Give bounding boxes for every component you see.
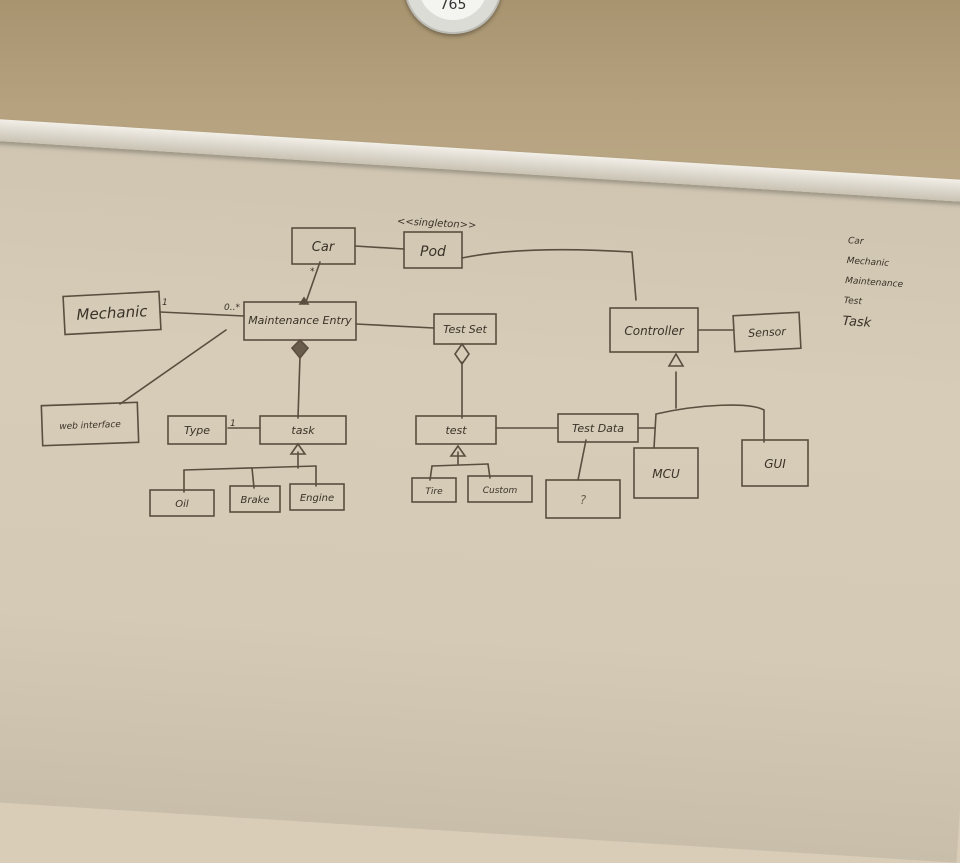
testdata-unknown-link (577, 439, 587, 481)
oil-box (149, 489, 215, 517)
note-test: Test (843, 296, 862, 307)
test-set-box (433, 313, 497, 345)
entry-web-link (119, 329, 227, 405)
note-task: Task (842, 314, 872, 331)
singleton-stereotype: <<singleton>> (397, 216, 477, 231)
type-label: Type (184, 424, 210, 437)
gui-box (741, 439, 809, 487)
car-box (291, 227, 356, 265)
oil-label: Oil (175, 499, 189, 510)
web-interface-box (40, 401, 140, 447)
brake-label: Brake (240, 495, 269, 506)
task-box (259, 415, 347, 445)
test-label: test (445, 424, 467, 437)
maintenance-entry-label: Maintenance Entry (248, 314, 352, 327)
pod-label: Pod (420, 244, 446, 260)
unknown-box (545, 479, 621, 519)
engine-box (289, 483, 345, 511)
mcu-box (633, 447, 699, 499)
web-interface-label: web interface (59, 420, 121, 432)
entry-multiplicity: 0..* (224, 303, 240, 313)
mechanic-label: Mechanic (76, 302, 149, 324)
aggregation-diamond (454, 342, 470, 366)
task-inherit-bar (183, 465, 317, 471)
test-set-label: Test Set (443, 323, 487, 336)
controller-label: Controller (624, 324, 684, 338)
note-mechanic: Mechanic (846, 256, 889, 269)
entry-testset-link (355, 323, 435, 329)
brake-branch (251, 467, 255, 489)
pod-controller-link (461, 248, 637, 301)
class-diagram: <<singleton>> Car Pod Mechanic Maintenan… (40, 216, 904, 519)
car-entry-link (305, 261, 321, 303)
mechanic-entry-link (159, 311, 245, 317)
custom-box (467, 475, 533, 503)
tire-box (411, 477, 457, 503)
type-multiplicity: 1 (230, 419, 236, 429)
task-generalization-arrow (289, 442, 307, 455)
test-inherit-bar (431, 463, 489, 467)
sensor-box (732, 311, 802, 353)
car-label: Car (312, 240, 336, 255)
controller-inherit-bar (653, 404, 765, 449)
test-box (415, 415, 497, 445)
mechanic-multiplicity: 1 (162, 298, 168, 308)
test-data-box (557, 413, 639, 443)
mechanic-box (62, 290, 162, 336)
car-pod-link (354, 245, 405, 250)
note-car: Car (848, 236, 865, 247)
controller-generalization-arrow (667, 352, 685, 367)
type-box (167, 415, 227, 445)
car-entry-multiplicity: * (310, 267, 315, 277)
composition-diamond (290, 338, 310, 360)
custom-label: Custom (483, 486, 518, 496)
task-label: task (291, 424, 315, 437)
test-data-label: Test Data (572, 422, 624, 435)
entry-task-composition (297, 355, 301, 419)
engine-label: Engine (300, 493, 334, 504)
gui-label: GUI (764, 457, 786, 471)
note-maintenance: Maintenance (845, 276, 904, 290)
unknown-label: ? (580, 493, 587, 507)
brake-box (229, 485, 281, 513)
controller-box (609, 307, 699, 353)
tire-label: Tire (425, 487, 443, 497)
pod-box (403, 231, 463, 269)
test-generalization-arrow (449, 444, 467, 457)
clock-number: 765 (418, 0, 488, 20)
maintenance-entry-box (243, 301, 357, 341)
mcu-label: MCU (652, 467, 680, 481)
sensor-label: Sensor (748, 325, 788, 340)
